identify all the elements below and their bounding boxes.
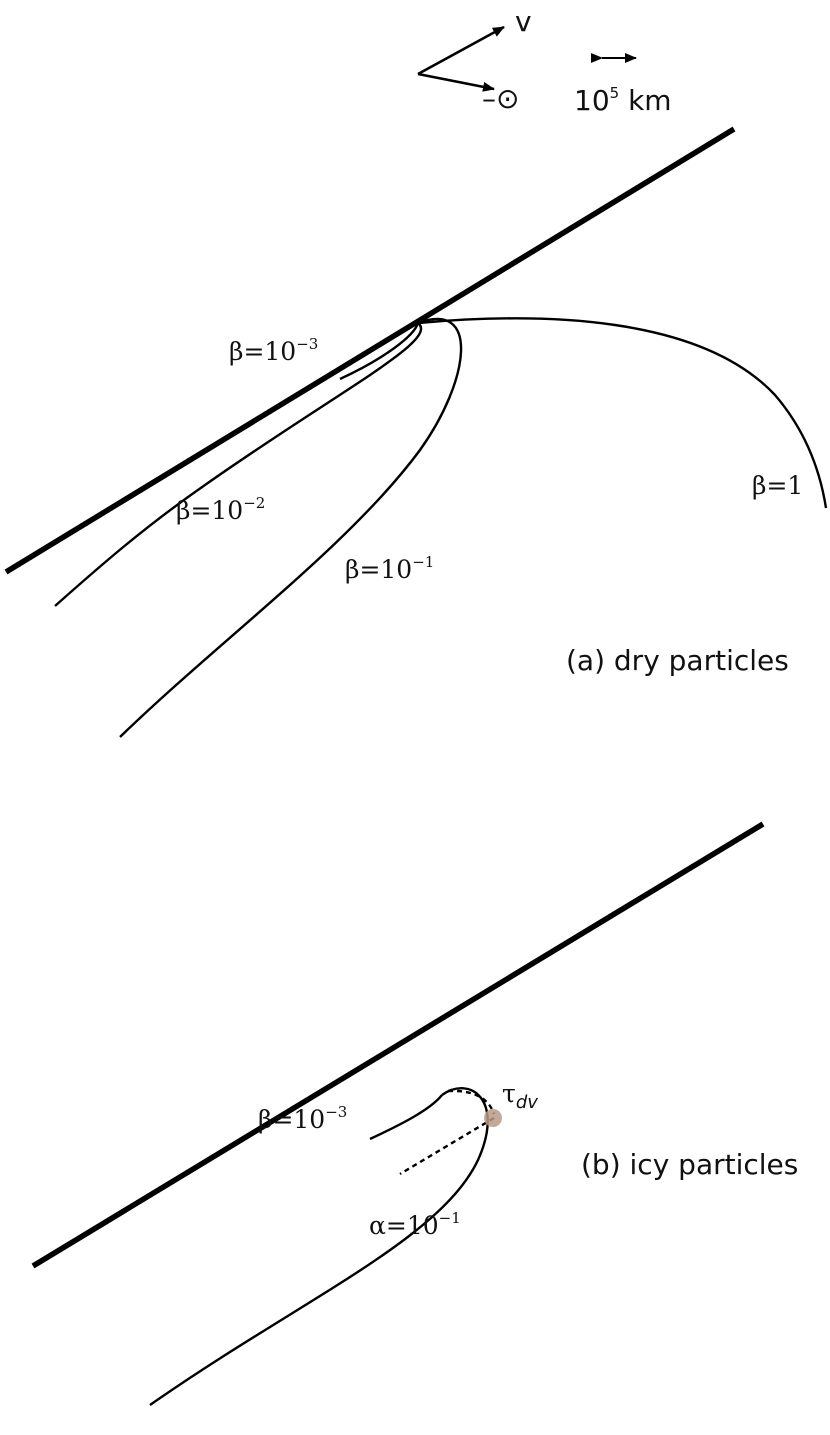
label-alpha-1e-1: α=10−1 <box>369 1209 461 1240</box>
label-beta-1e-3-b: β=10−3 <box>258 1103 347 1134</box>
velocity-label: v <box>515 5 532 38</box>
trajectory-beta-1e-1 <box>119 317 463 738</box>
tau-dv-marker <box>484 1109 502 1127</box>
trajectory-beta-1e-3-a <box>339 322 420 381</box>
dashed-direction-line <box>399 1116 495 1176</box>
label-beta-1e-2: β=10−2 <box>176 494 265 525</box>
legend: v –⊙ 105 km <box>417 5 672 117</box>
dashed-arc <box>447 1089 496 1115</box>
panel-a: β=10−3 β=10−2 β=10−1 β=1 (a) dry particl… <box>4 126 828 738</box>
label-beta-1e-1: β=10−1 <box>345 553 434 584</box>
trajectory-beta-1e-3-b <box>369 1094 443 1141</box>
trajectory-beta-1e-2 <box>54 322 423 607</box>
trajectory-alpha-1e-1 <box>149 1087 489 1406</box>
orbit-line-a <box>4 126 736 575</box>
panel-b: τdv β=10−3 α=10−1 (b) icy particles <box>31 821 798 1406</box>
label-beta-1e-3-a: β=10−3 <box>229 335 318 366</box>
trajectory-beta-1 <box>417 317 828 509</box>
velocity-arrow <box>417 25 505 76</box>
scale-bar-label: 105 km <box>574 84 672 117</box>
label-tau-dv: τdv <box>502 1079 538 1113</box>
antisun-arrow <box>417 72 495 92</box>
caption-b: (b) icy particles <box>581 1148 798 1181</box>
label-beta-1: β=1 <box>752 471 803 500</box>
antisun-label: –⊙ <box>482 82 519 115</box>
orbit-line-b <box>31 821 765 1269</box>
caption-a: (a) dry particles <box>566 644 789 677</box>
